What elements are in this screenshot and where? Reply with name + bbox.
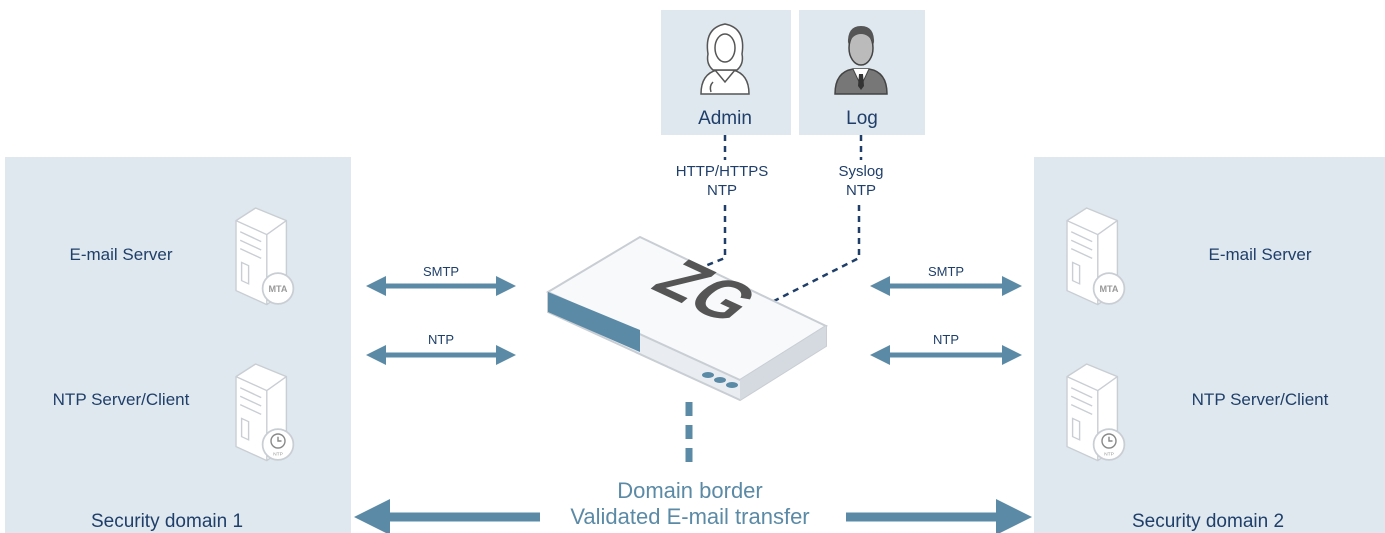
ntp-badge-left: NTP (273, 452, 283, 458)
server-clock-icon: NTP (235, 363, 295, 462)
domain-border-label: Domain border (617, 478, 763, 503)
security-domain-1-title: Security domain 1 (91, 511, 243, 532)
mta-badge-left: MTA (269, 284, 288, 294)
male-user-icon (834, 26, 888, 95)
log-protocol-1: Syslog (838, 163, 883, 180)
female-user-icon (700, 23, 750, 95)
ntp-badge-right: NTP (1104, 452, 1114, 458)
security-domain-2-title: Security domain 2 (1132, 511, 1284, 532)
mta-badge-right: MTA (1100, 284, 1119, 294)
validated-transfer-label: Validated E-mail transfer (570, 504, 809, 529)
zg-gateway-icon: ZG (545, 235, 829, 402)
smtp-label-left: SMTP (423, 264, 459, 279)
server-mta-icon: MTA (235, 207, 295, 306)
server-mta-icon: MTA (1066, 207, 1126, 306)
ntp-server-label-right: NTP Server/Client (1192, 390, 1329, 409)
email-server-label-right: E-mail Server (1209, 245, 1312, 264)
admin-protocol-2: NTP (707, 182, 737, 199)
server-clock-icon: NTP (1066, 363, 1126, 462)
email-server-label-left: E-mail Server (70, 245, 173, 264)
ntp-server-label-left: NTP Server/Client (53, 390, 190, 409)
ntp-label-left: NTP (428, 332, 454, 347)
admin-protocol-1: HTTP/HTTPS (676, 163, 769, 180)
log-connector-line (771, 135, 863, 304)
log-protocol-2: NTP (846, 182, 876, 199)
log-label: Log (846, 108, 878, 129)
smtp-label-right: SMTP (928, 264, 964, 279)
security-domain-1-panel (5, 157, 351, 533)
admin-label: Admin (698, 108, 752, 129)
ntp-label-right: NTP (933, 332, 959, 347)
